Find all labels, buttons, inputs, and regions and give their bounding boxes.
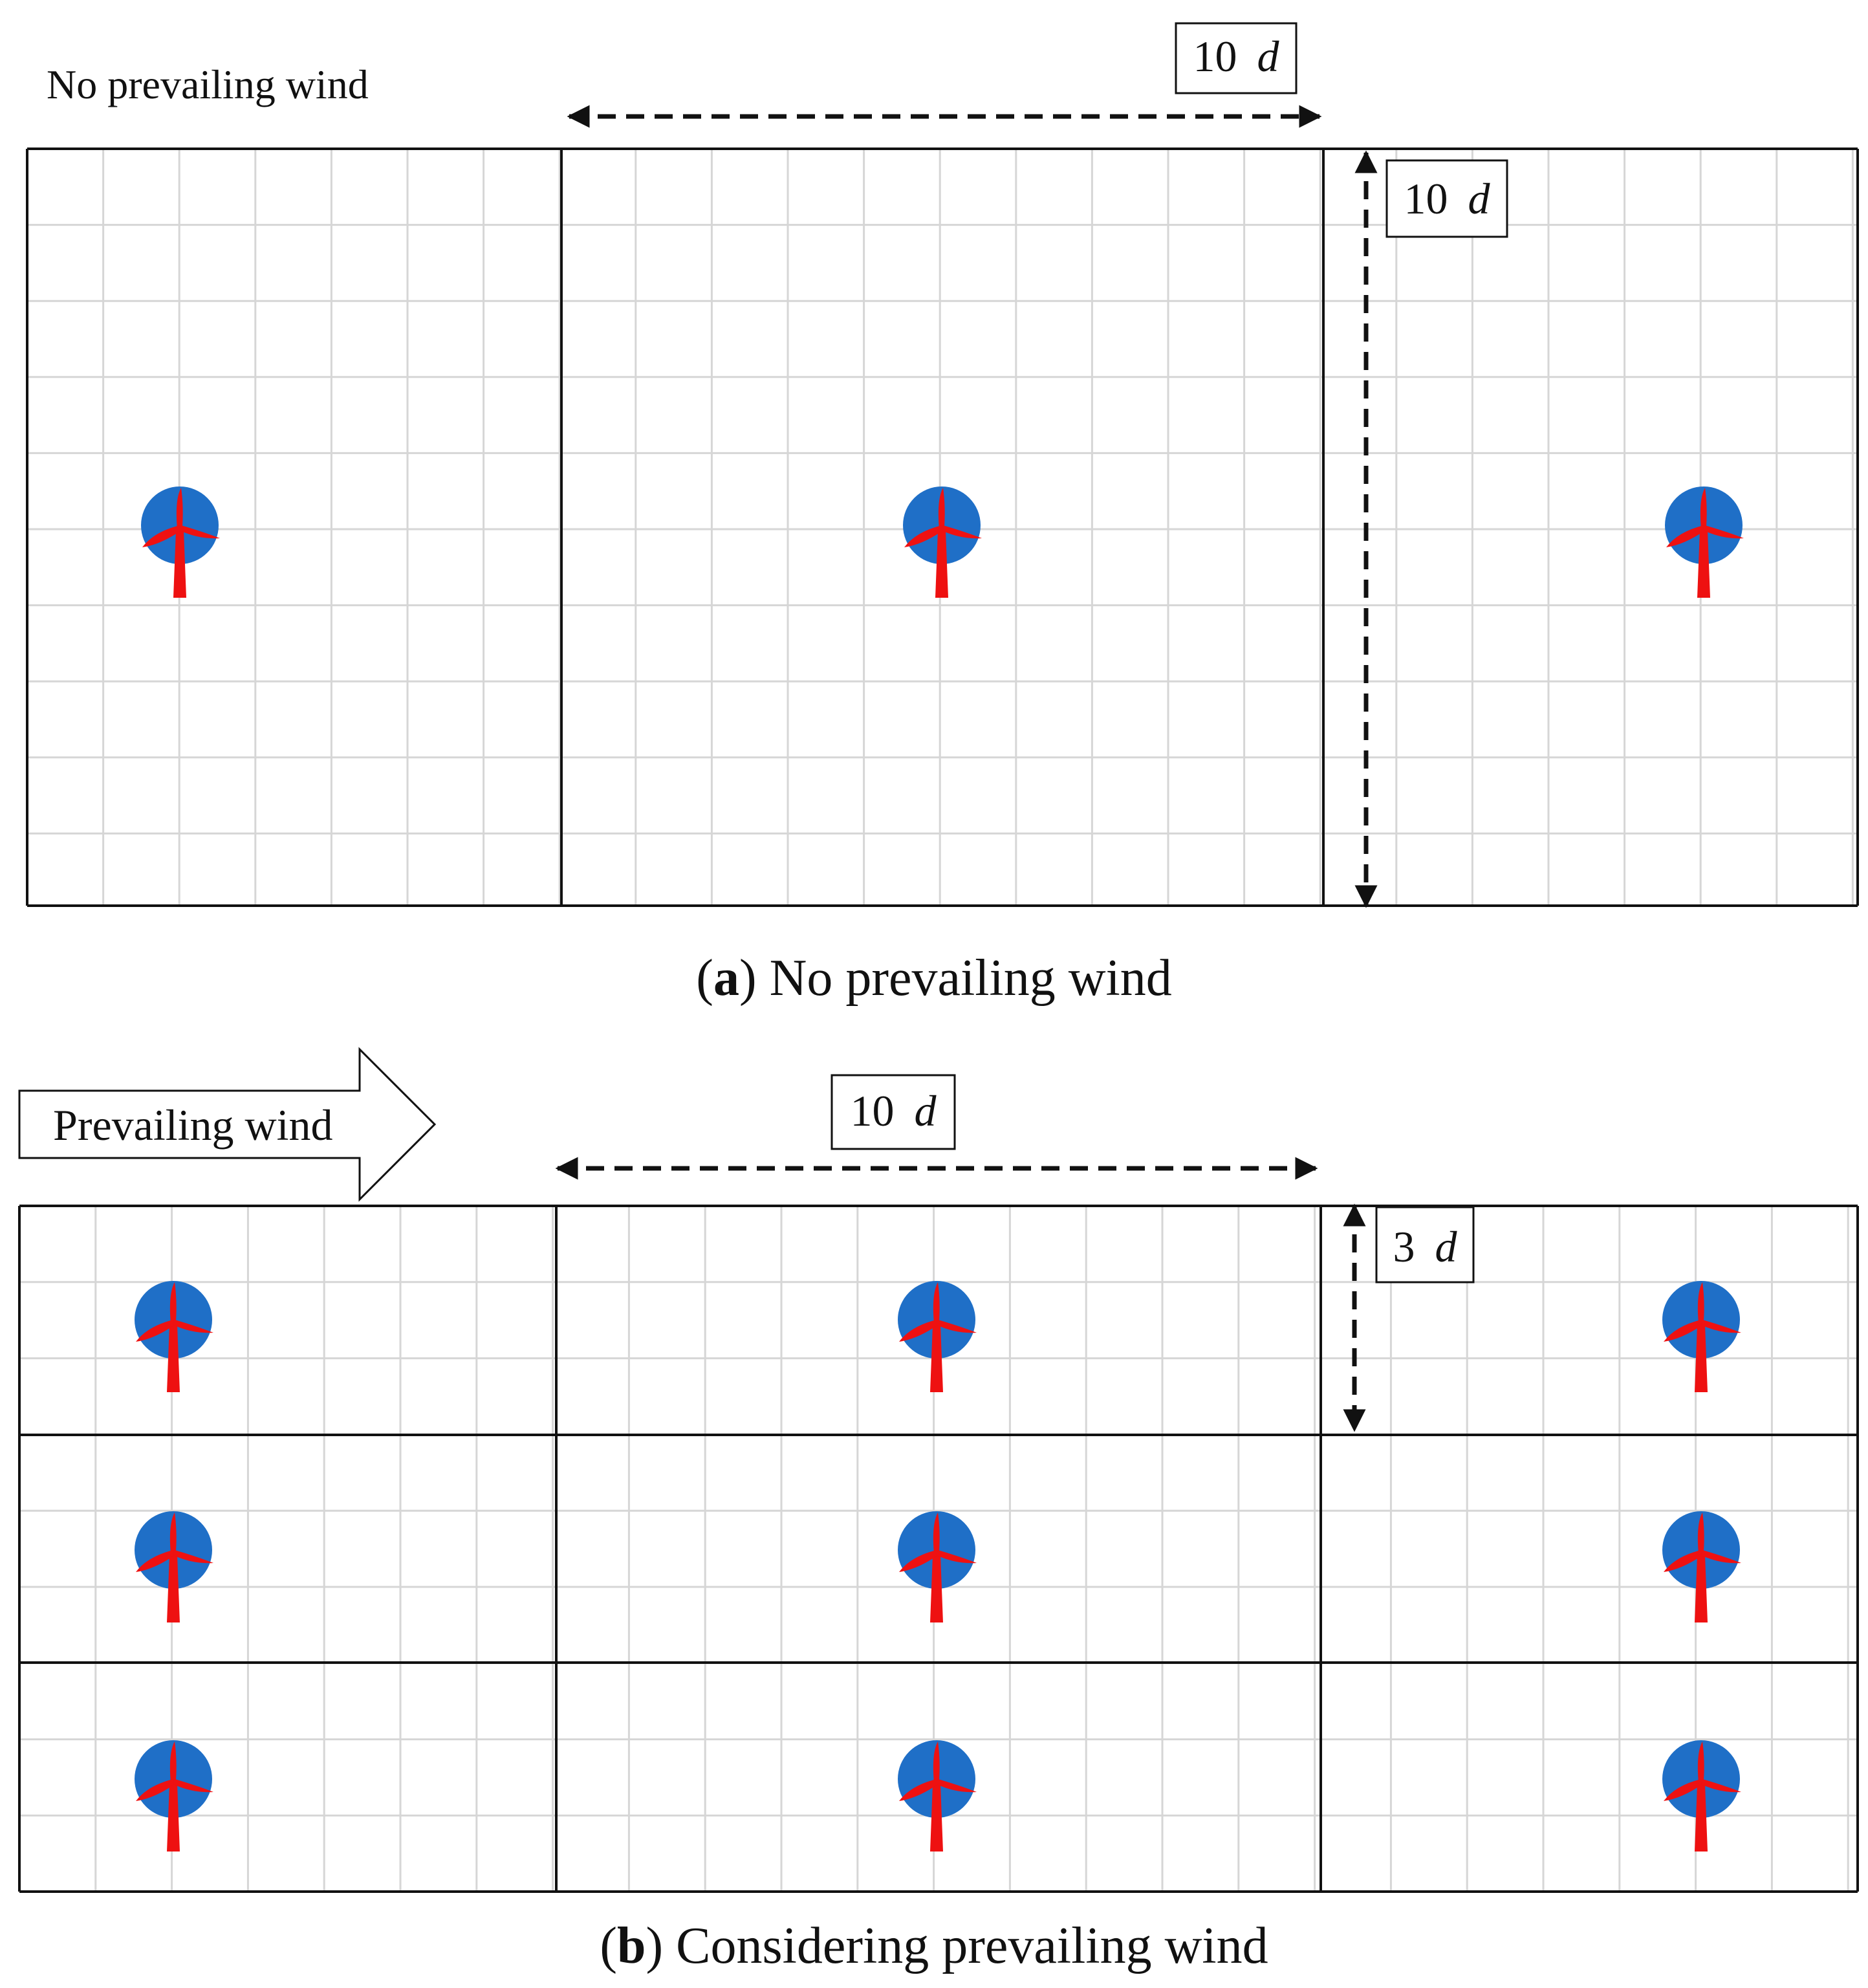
wind-turbine-icon <box>135 1740 213 1851</box>
panel-a: No prevailing wind 10 d 10 d (a) No prev… <box>26 22 1859 1007</box>
wind-turbine-icon <box>135 1511 213 1622</box>
wind-turbine-icon <box>135 1281 213 1392</box>
svg-text:10 d: 10 d <box>1404 174 1491 223</box>
panel-a-caption: (a) No prevailing wind <box>696 950 1171 1007</box>
label-unit: d <box>1257 32 1280 81</box>
panel-b-caption: (b) Considering prevailing wind <box>600 1917 1268 1974</box>
block-arrow-right-icon <box>18 1047 437 1202</box>
panel-a-vertical-spacing-label: 10 d <box>1385 159 1508 238</box>
wind-turbine-icon <box>1665 486 1744 598</box>
label-value: 3 <box>1393 1222 1415 1271</box>
wind-turbine-icon <box>1662 1281 1741 1392</box>
panel-a-turbines <box>141 486 1744 598</box>
label-value: 10 <box>1404 174 1448 223</box>
panel-a-grid <box>26 147 1859 907</box>
label-value: 10 <box>851 1086 895 1135</box>
panel-b-turbines <box>135 1281 1741 1851</box>
panel-a-corner-label: No prevailing wind <box>47 61 369 107</box>
wind-turbine-icon <box>1662 1511 1741 1622</box>
svg-text:10 d: 10 d <box>1193 32 1280 81</box>
wind-turbine-icon <box>898 1740 977 1851</box>
prevailing-wind-arrow: Prevailing wind <box>18 1047 437 1202</box>
label-unit: d <box>915 1086 937 1135</box>
panel-b: Prevailing wind 10 d 3 d (b) Considering… <box>18 1047 1859 1974</box>
panel-b-horizontal-spacing-label: 10 d <box>831 1074 956 1150</box>
label-unit: d <box>1468 174 1491 223</box>
wind-turbine-icon <box>898 1511 977 1622</box>
wind-turbine-icon <box>1662 1740 1741 1851</box>
panel-b-vertical-spacing-label: 3 d <box>1375 1206 1475 1283</box>
label-value: 10 <box>1193 32 1237 81</box>
svg-text:10 d: 10 d <box>851 1086 937 1135</box>
label-unit: d <box>1435 1222 1458 1271</box>
wind-turbine-icon <box>903 486 982 598</box>
wind-turbine-icon <box>141 486 220 598</box>
wind-turbine-icon <box>898 1281 977 1392</box>
wind-arrow-label: Prevailing wind <box>53 1100 333 1150</box>
panel-a-horizontal-spacing-label: 10 d <box>1175 22 1298 94</box>
svg-text:3 d: 3 d <box>1393 1222 1458 1271</box>
